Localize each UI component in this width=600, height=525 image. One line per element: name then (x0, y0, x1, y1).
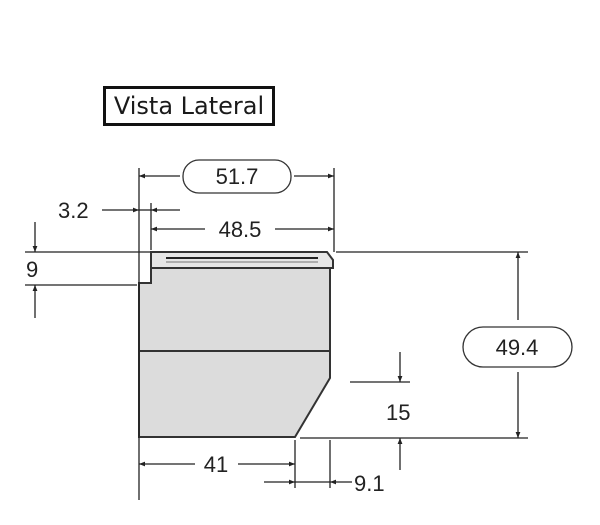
dim-chamfer-height-value: 15 (386, 400, 410, 425)
dim-top-width-value: 48.5 (219, 217, 262, 242)
dim-bottom-width: 41 (139, 452, 295, 477)
dim-chamfer-width: 9.1 (264, 471, 385, 496)
part-body (138, 251, 334, 438)
dim-lip-height: 9 (26, 222, 38, 318)
dim-left-offset-value: 3.2 (58, 198, 89, 223)
dim-overall-width-value: 51.7 (216, 164, 259, 189)
dim-chamfer-width-value: 9.1 (354, 471, 385, 496)
dim-overall-height-value: 49.4 (496, 335, 539, 360)
dim-top-width: 48.5 (151, 217, 334, 242)
dim-left-offset: 3.2 (58, 198, 180, 223)
dim-bottom-width-value: 41 (204, 452, 228, 477)
dim-chamfer-height: 15 (386, 352, 410, 470)
dim-overall-height: 49.4 (462, 252, 573, 438)
view-title: Vista Lateral (103, 86, 275, 126)
dim-overall-width: 51.7 (139, 159, 334, 194)
dim-lip-height-value: 9 (26, 257, 38, 282)
view-title-label: Vista Lateral (113, 92, 265, 120)
